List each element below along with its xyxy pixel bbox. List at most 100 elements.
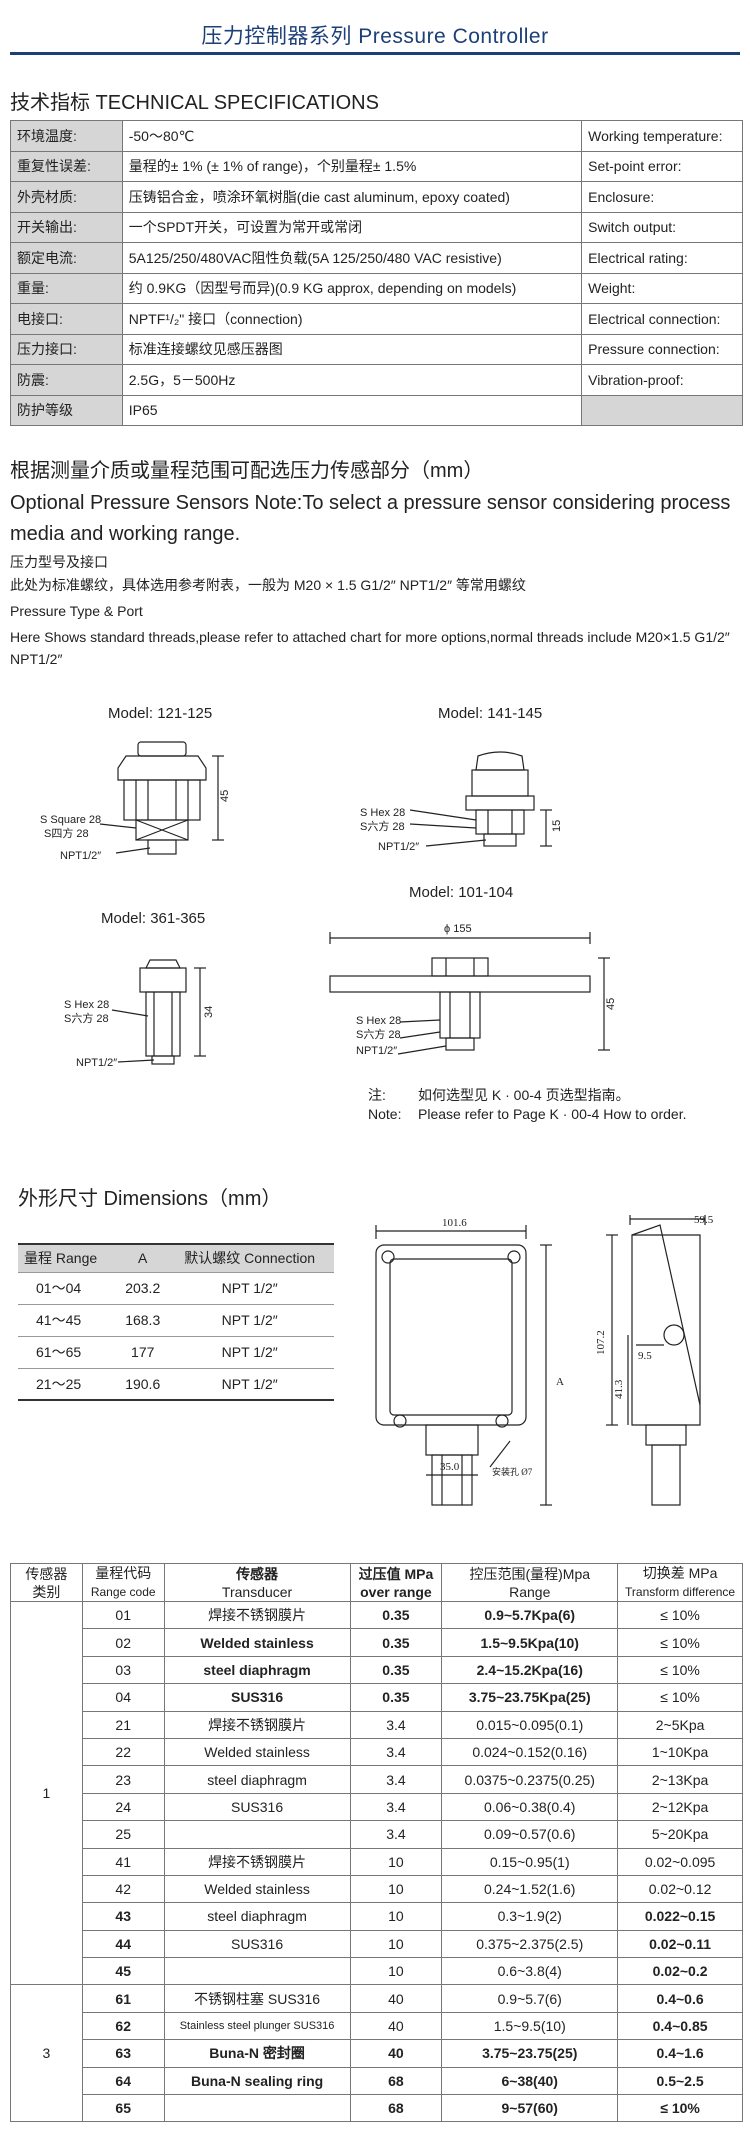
range-value: 3.75~23.75(25): [441, 2039, 619, 2068]
spec-label: 重量:: [10, 272, 123, 304]
diff-value: 5~20Kpa: [617, 1820, 743, 1849]
dim-155-101: ϕ 155: [444, 923, 472, 935]
dim-cell: 61～65: [18, 1335, 121, 1368]
model-label-101: Model: 101-104: [409, 884, 514, 901]
spec-label: 额定电流:: [10, 242, 123, 274]
sensor-121-drawing: [99, 741, 224, 855]
transducer: SUS316: [163, 1792, 351, 1822]
diff-value: 0.02~0.12: [617, 1874, 743, 1904]
dim-cell: 190.6: [120, 1367, 166, 1401]
transducer: Welded stainless: [163, 1737, 351, 1767]
range-row: 1 01 焊接不锈钢膜片 0.35 0.9~5.7Kpa(6) ≤ 10%: [10, 1600, 743, 1986]
range-row: 65 68 9~57(60) ≤ 10%: [11, 2094, 743, 2123]
diff-value: ≤ 10%: [617, 1628, 743, 1657]
transducer: 焊接不锈钢膜片: [163, 1847, 351, 1876]
range-value: 0.9~5.7Kpa(6): [441, 1600, 619, 1630]
optional-cn-title: 根据测量介质或量程范围可配选压力传感部分（mm）: [10, 460, 484, 482]
transducer-empty: [163, 1820, 351, 1849]
dim-cell: 01～04: [18, 1271, 121, 1304]
over-range: 0.35: [349, 1628, 443, 1657]
range-value: 0.6~3.8(4): [441, 1957, 619, 1986]
range-code: 02: [81, 1628, 165, 1657]
dim-cell: NPT 1/2″: [165, 1335, 334, 1368]
range-value: 1.5~9.5(10): [441, 2011, 619, 2041]
transducer: Buna-N sealing ring: [163, 2066, 351, 2096]
over-range: 3.4: [349, 1765, 443, 1794]
dim-cell: 41～45: [18, 1303, 121, 1336]
housing-drawing: 101.6 A 35.0 安装孔 Ø7 59.5 107.2 41.3 9.5: [375, 1215, 714, 1506]
model-label-121: Model: 121-125: [108, 705, 213, 722]
header-en: over range: [360, 1583, 432, 1600]
diff-value: 0.4~1.6: [617, 2039, 743, 2068]
range-code: 01: [81, 1600, 165, 1630]
diff-value: 0.4~0.6: [617, 1984, 743, 2013]
range-row: 45 10 0.6~3.8(4) 0.02~0.2: [11, 1957, 743, 1986]
spec-label: 外壳材质:: [10, 181, 123, 213]
label-s-hex-141: S Hex 28: [360, 807, 405, 819]
range-row: 63 Buna-N 密封圈 40 3.75~23.75(25) 0.4~1.6: [11, 2039, 743, 2068]
range-row: 43 steel diaphragm 10 0.3~1.9(2) 0.022~0…: [11, 1902, 743, 1931]
header-cn: 切换差 MPa: [642, 1565, 718, 1581]
dim-cell: NPT 1/2″: [165, 1303, 334, 1336]
label-npt-141: NPT1/2″: [378, 841, 419, 853]
group-label: 3: [10, 1984, 83, 2123]
model-label-361: Model: 361-365: [101, 910, 206, 927]
spec-en: Pressure connection:: [581, 333, 743, 365]
range-code: 23: [81, 1765, 165, 1794]
spec-en: Weight:: [581, 272, 743, 304]
header-rule: [10, 52, 740, 55]
dim-cell: 168.3: [120, 1303, 166, 1336]
transducer: steel diaphragm: [163, 1765, 351, 1794]
over-range: 3.4: [349, 1737, 443, 1767]
dim-hole: 安装孔 Ø7: [492, 1466, 533, 1477]
note-cn: 如何选型见 K · 00-4 页选型指南。: [418, 1087, 630, 1103]
label-s-hex-cn-141: S六方 28: [360, 819, 405, 833]
dim-header: A: [120, 1243, 166, 1272]
header-cn: 量程代码: [95, 1565, 152, 1581]
range-value: 0.024~0.152(0.16): [441, 1737, 619, 1767]
over-range: 10: [349, 1902, 443, 1931]
sensor-drawings: S Square 28 S四方 28 NPT1/2″ 45 S Hex 28 S…: [40, 741, 617, 1069]
dim-header: 默认螺纹 Connection: [165, 1243, 334, 1272]
range-code: 04: [81, 1683, 165, 1712]
range-code: 65: [81, 2094, 165, 2123]
spec-en: Enclosure:: [581, 181, 743, 213]
label-npt-121: NPT1/2″: [60, 850, 101, 862]
spec-value: NPTF¹/₂" 接口（connection): [121, 303, 583, 335]
diff-value: ≤ 10%: [617, 1600, 743, 1630]
over-range: 68: [349, 2066, 443, 2096]
optional-en-text: Here Shows standard threads,please refer…: [10, 629, 730, 667]
optional-cn-sub: 压力型号及接口: [10, 554, 108, 570]
range-row: 04 SUS316 0.35 3.75~23.75Kpa(25) ≤ 10%: [11, 1683, 743, 1712]
spec-en: Electrical rating:: [581, 242, 743, 274]
spec-value: -50～80℃: [121, 120, 583, 152]
range-row: 24 SUS316 3.4 0.06~0.38(0.4) 2~12Kpa: [11, 1792, 743, 1822]
header-en: 类别: [32, 1583, 61, 1600]
range-code: 22: [81, 1737, 165, 1767]
transducer: SUS316: [163, 1929, 351, 1959]
spec-en: Vibration-proof:: [581, 364, 743, 396]
range-code: 64: [81, 2066, 165, 2096]
spec-en: [581, 394, 743, 426]
header-cn: 过压值 MPa: [358, 1565, 434, 1582]
label-s-square-cn: S四方 28: [44, 826, 89, 840]
range-code: 61: [81, 1984, 165, 2013]
transducer: 不锈钢柱塞 SUS316: [163, 1984, 351, 2013]
dim-a: A: [556, 1376, 564, 1388]
diff-value: 1~10Kpa: [617, 1737, 743, 1767]
spec-en: Electrical connection:: [581, 303, 743, 335]
over-range: 0.35: [349, 1600, 443, 1630]
over-range: 40: [349, 2039, 443, 2068]
header-cn: 控压范围(量程)Mpa: [469, 1565, 591, 1582]
spec-label: 防护等级: [10, 394, 123, 426]
label-s-hex-cn-361: S六方 28: [64, 1011, 109, 1025]
